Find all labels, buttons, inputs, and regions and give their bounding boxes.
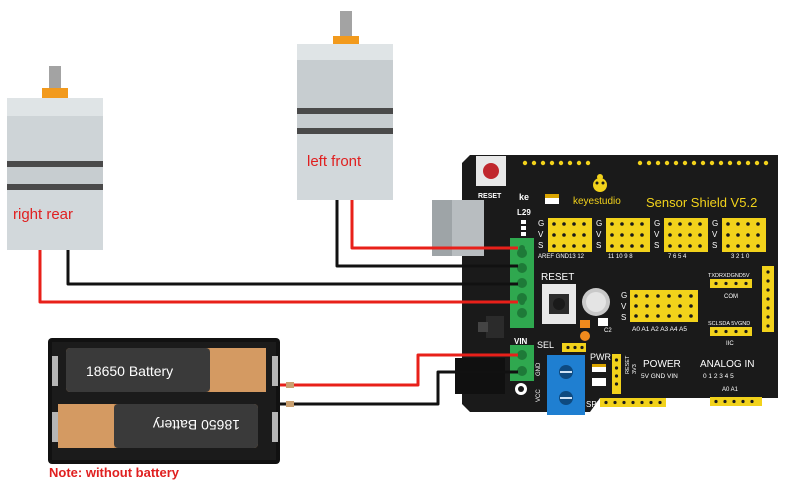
digital-mid-1-label: 11 10 9 8 <box>608 254 633 260</box>
gvs-s-label-5: S <box>621 313 626 322</box>
gvs-s-label-1: S <box>538 241 543 250</box>
power-label: POWER <box>643 359 681 370</box>
driver-prefix-label: ke <box>519 192 529 202</box>
power-reset-label: RESET <box>625 355 631 374</box>
gvs-v-label-2: V <box>596 230 602 239</box>
urf-label: URF <box>670 400 687 409</box>
analog-a0a1-label: A0 A1 <box>722 387 739 393</box>
digital-header-block-2 <box>606 218 650 252</box>
uart-label: TXDRXDGND5V <box>708 273 750 279</box>
motor-right-rear: right rear <box>7 66 103 250</box>
spi-pins-label: 13 11 12 10 <box>624 408 653 414</box>
gvs-v-label-3: V <box>654 230 660 239</box>
shield-title: Sensor Shield V5.2 <box>646 195 757 210</box>
power-3v3-label: 3V3 <box>632 364 638 374</box>
battery-note: Note: without battery <box>49 465 180 480</box>
terminal-screw-dots <box>519 245 525 358</box>
i2c-label: SCLSDA 5VGND <box>708 321 750 327</box>
pwr-label: PWR <box>590 352 611 362</box>
analog-in-label: ANALOG IN <box>700 359 754 370</box>
battery-holder: 18650 Battery 18650 Battery <box>48 338 280 464</box>
gvs-v-label-1: V <box>538 230 544 239</box>
analog-in-pins-label: 0 1 2 3 4 5 <box>703 373 734 380</box>
gvs-s-label-2: S <box>596 241 601 250</box>
gvs-g-label-5: G <box>621 291 627 300</box>
gvs-v-label-4: V <box>712 230 718 239</box>
spi-label: SPI <box>586 400 599 409</box>
power-terminal-block <box>510 345 534 381</box>
vcc-label: VCC <box>536 389 542 402</box>
analog-pins-label: A0 A1 A2 A3 A4 A5 <box>632 326 687 333</box>
digital-mid-2-label: 7 6 5 4 <box>668 254 687 260</box>
apc220-label: APC220 <box>778 288 787 318</box>
c2-label: C2 <box>604 328 612 334</box>
gnd-label: GND <box>536 362 542 376</box>
gvs-g-label-1: G <box>538 219 544 228</box>
brand-label: keyestudio <box>573 196 621 207</box>
gvs-g-label-4: G <box>712 219 718 228</box>
digital-header-block-1 <box>548 218 592 252</box>
battery-top-label: 18650 Battery <box>86 363 173 379</box>
gvs-v-label-5: V <box>621 302 627 311</box>
battery-bottom-label: 18650 Battery <box>153 417 240 433</box>
motor-left-front: left front <box>297 11 393 200</box>
power-pins-label: 5V GND VIN <box>641 373 678 380</box>
reset-label: RESET <box>541 272 574 283</box>
wires <box>38 200 518 407</box>
com-label: COM <box>724 294 738 300</box>
keyestudio-logo-icon <box>593 174 607 192</box>
digital-header-block-4 <box>722 218 766 252</box>
digital-right-label: 3 2 1 0 <box>731 254 750 260</box>
vin-label: VIN <box>514 337 528 346</box>
urf-pins-label: 01+ <box>694 400 708 409</box>
sel-label: SEL <box>537 340 554 350</box>
iic-label: IIC <box>726 341 734 347</box>
motor-left-front-label: left front <box>307 153 362 170</box>
gvs-g-label-2: G <box>596 219 602 228</box>
motor-terminal-block <box>510 238 534 328</box>
gvs-s-label-3: S <box>654 241 659 250</box>
gvs-g-label-3: G <box>654 219 660 228</box>
reset-small-label: RESET <box>478 193 502 200</box>
aref-row-label: AREF GND13 12 <box>538 254 585 260</box>
digital-header-block-3 <box>664 218 708 252</box>
motor-right-rear-label: right rear <box>13 206 73 223</box>
gvs-s-label-4: S <box>712 241 717 250</box>
driver-chip-label: L29 <box>517 208 531 217</box>
